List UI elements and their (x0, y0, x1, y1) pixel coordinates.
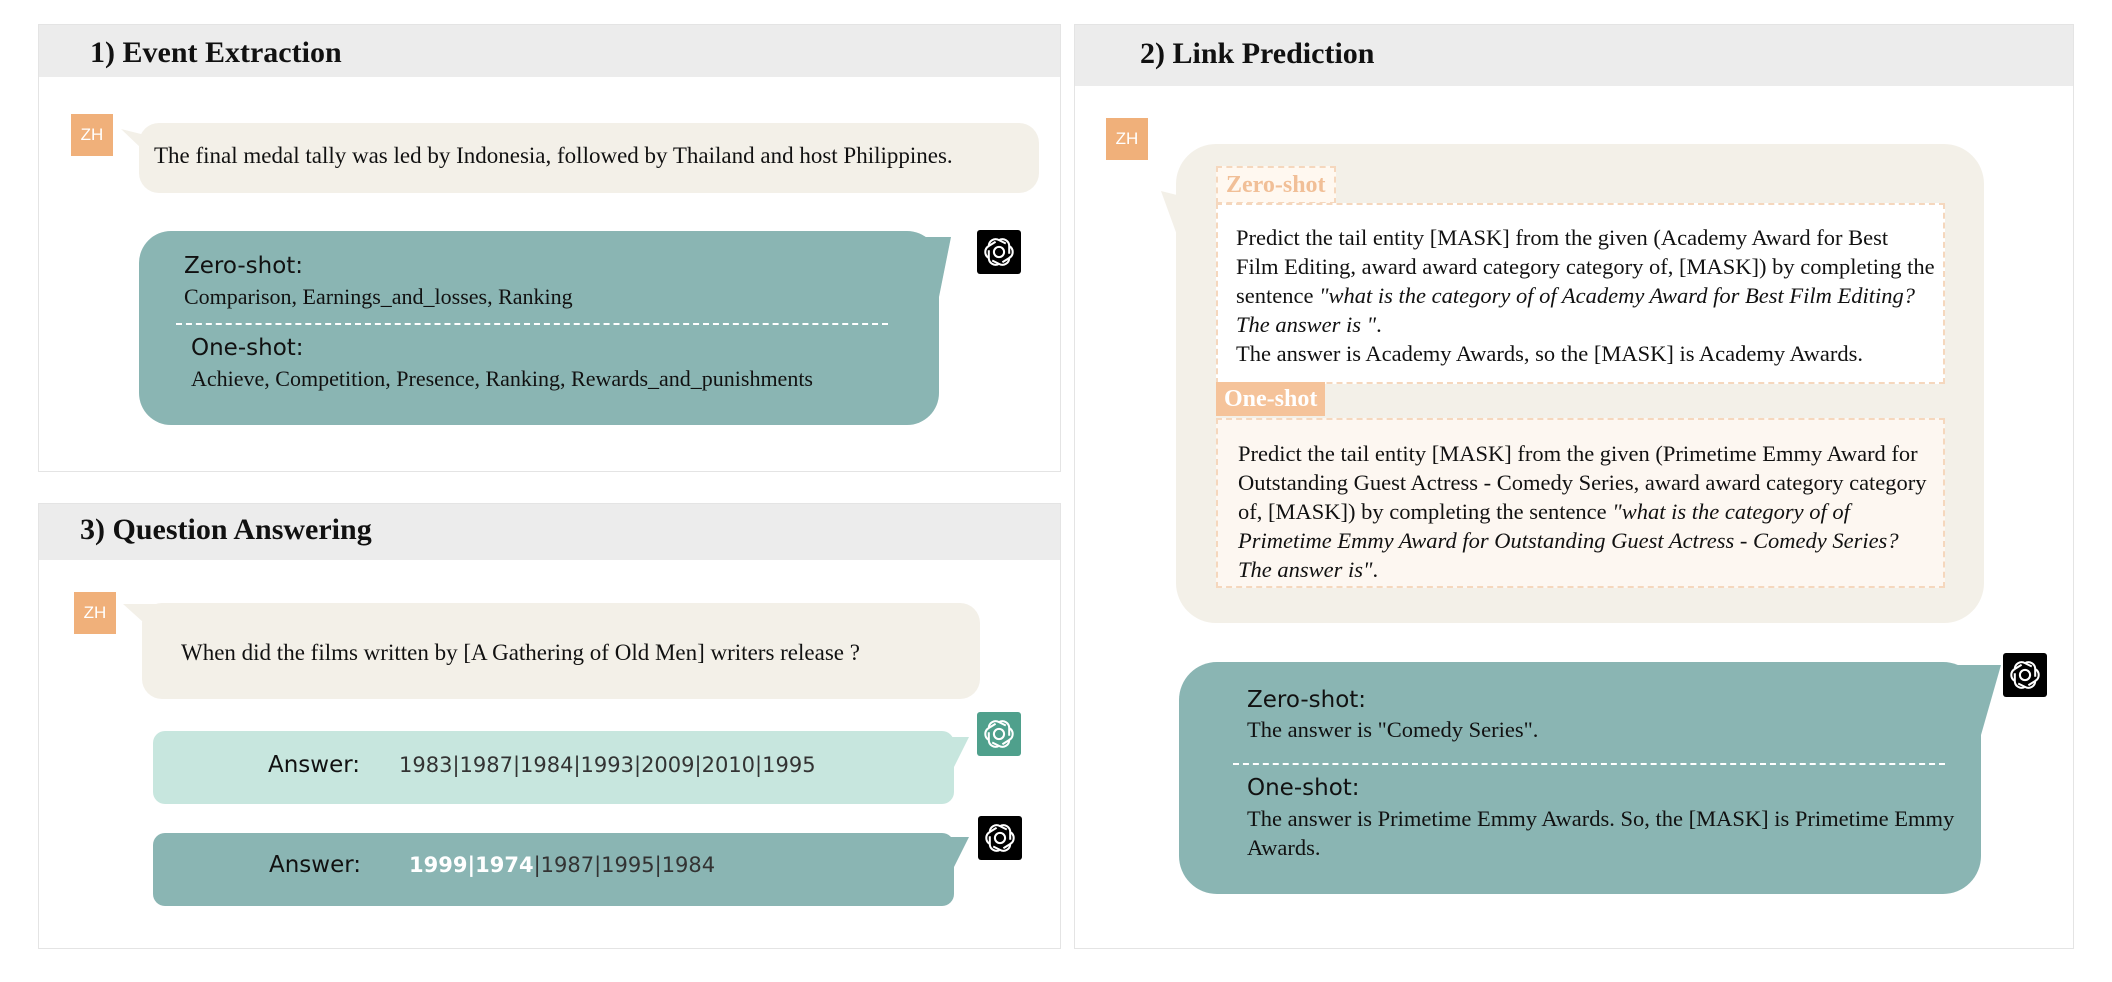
divider (176, 323, 888, 325)
user-avatar-icon: ZH (71, 114, 113, 156)
answer-label: Answer: (269, 852, 362, 878)
chatgpt-logo-icon (2003, 653, 2047, 697)
gpt-response-bubble (1179, 662, 1981, 894)
question-text: The final medal tally was led by Indones… (154, 143, 953, 168)
answer-bubble-gpt4 (153, 833, 954, 906)
answer-highlight: 1999|1974 (409, 853, 534, 877)
answer-bubble-chatgpt (153, 731, 954, 804)
zero-shot-answer: Comparison, Earnings_and_losses, Ranking (184, 284, 573, 309)
one-shot-tag: One-shot (1216, 382, 1326, 416)
bubble-tail (1955, 665, 2001, 735)
zero-shot-prompt-text: Predict the tail entity [MASK] from the … (1236, 225, 1935, 337)
response-zero-shot-answer: The answer is "Comedy Series". (1247, 717, 1539, 742)
user-avatar-icon: ZH (1106, 118, 1148, 160)
one-shot-prompt-text: Predict the tail entity [MASK] from the … (1238, 441, 1927, 582)
panel-header (1075, 25, 2073, 86)
user-question-bubble (139, 123, 1039, 193)
panel-title: 3) Question Answering (80, 513, 372, 546)
panel-header (39, 504, 1060, 560)
bubble-tail (939, 737, 969, 777)
answer-label: Answer: (268, 752, 361, 778)
panel-header (39, 25, 1060, 77)
zero-shot-example-answer: The answer is Academy Awards, so the [MA… (1236, 341, 1864, 366)
question-text: When did the films written by [A Gatheri… (181, 640, 860, 665)
zero-shot-label: Zero-shot: (184, 253, 304, 279)
one-shot-answer: Achieve, Competition, Presence, Ranking,… (191, 366, 813, 391)
response-zero-shot-label: Zero-shot: (1247, 687, 1367, 713)
chatgpt-logo-icon (977, 712, 1021, 756)
user-avatar-icon: ZH (74, 592, 116, 634)
one-shot-label: One-shot: (191, 335, 304, 361)
link-prediction-panel: 2) Link Prediction ZH Zero-shot Predict … (1074, 24, 2074, 949)
panel-title: 1) Event Extraction (90, 36, 342, 69)
answer-values: 1983|1987|1984|1993|2009|2010|1995 (399, 753, 816, 777)
chatgpt-logo-icon (977, 230, 1021, 274)
bubble-tail (919, 237, 951, 297)
response-one-shot-answer: The answer is Primetime Emmy Awards. So,… (1247, 806, 1955, 860)
gpt-response-bubble (139, 231, 939, 425)
zero-shot-tag: Zero-shot (1216, 166, 1336, 204)
bubble-tail (939, 837, 969, 877)
one-shot-prompt-box (1216, 418, 1945, 588)
divider (1233, 763, 1945, 765)
answer-values: 1999|1974|1987|1995|1984 (409, 853, 715, 877)
event-extraction-panel: 1) Event Extraction ZH The final medal t… (38, 24, 1061, 472)
question-answering-panel: 3) Question Answering ZH When did the fi… (38, 503, 1061, 949)
answer-rest: |1987|1995|1984 (533, 853, 716, 877)
response-one-shot-label: One-shot: (1247, 775, 1360, 801)
zero-shot-prompt-box (1216, 203, 1945, 384)
user-question-bubble (142, 603, 980, 699)
chatgpt-logo-icon (978, 816, 1022, 860)
panel-title: 2) Link Prediction (1140, 37, 1375, 70)
